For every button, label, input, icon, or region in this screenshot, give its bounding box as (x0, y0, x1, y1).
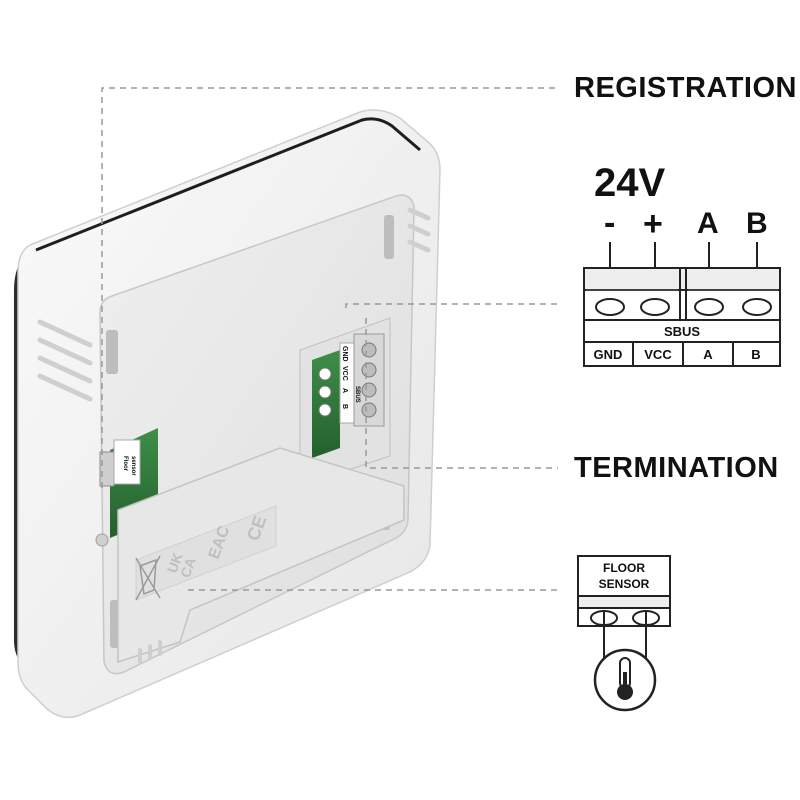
connector-top (583, 267, 781, 291)
floor-sensor-terminal (99, 451, 115, 487)
floor-label-2: sensor (130, 456, 136, 476)
floor-label-1: Floor (122, 456, 128, 472)
floor-sensor-label-bg (113, 439, 141, 485)
pin-a: A (703, 347, 713, 362)
svg-text:B: B (341, 404, 348, 409)
leader-terminal (345, 303, 558, 308)
voltage-label: 24V (594, 161, 665, 205)
sbus-label: SBUS (664, 324, 700, 339)
connector-screws (595, 298, 772, 316)
pcb-pin-a: A (341, 388, 348, 393)
callout-termination: TERMINATION (574, 452, 779, 484)
leader-registration (101, 87, 558, 488)
thermostat-device (14, 109, 441, 719)
pin-b: B (751, 347, 760, 362)
pcb-bus-label: SBUS (354, 386, 360, 403)
back-cover (117, 447, 405, 664)
cover-screw-hole (95, 533, 109, 547)
svg-text:VCC: VCC (341, 366, 348, 381)
label-a: A (697, 207, 719, 240)
floor-sensor-diagram: FLOOR SENSOR (577, 555, 671, 712)
compliance-marks: UK CA (164, 551, 199, 580)
leader-termination (365, 318, 558, 469)
pcb-pin-vcc: VCC (341, 366, 348, 381)
label-b: B (746, 207, 768, 240)
svg-text:GND: GND (341, 346, 348, 362)
pcb-pin-labels: GND VCC A B (341, 346, 348, 409)
pin-vcc: VCC (644, 347, 672, 362)
pin-gnd: GND (594, 347, 623, 362)
marks-panel (135, 505, 277, 601)
vent-slots (37, 207, 431, 402)
floor-sensor-wires (603, 612, 647, 662)
svg-text:A: A (341, 388, 348, 393)
ribs (138, 640, 162, 664)
floor-sensor-line2: SENSOR (599, 577, 650, 591)
pcb-screw-terminals (318, 333, 385, 427)
mark-ca: CA (177, 555, 199, 579)
callout-registration: REGISTRATION (574, 72, 797, 104)
mark-uk: UK (164, 551, 186, 575)
terminal-block-diagram: 24V - + A B (583, 161, 781, 367)
pcb-pin-b: B (341, 404, 348, 409)
floor-sensor-line1: FLOOR (603, 561, 645, 575)
pcb-pin-gnd: GND (341, 346, 348, 362)
thermometer-glyph (617, 657, 633, 700)
polarity-plus: + (643, 205, 663, 243)
leader-lines (101, 87, 558, 591)
crossed-bin-icon (135, 555, 161, 601)
device-top-rim (35, 117, 421, 252)
polarity-minus: - (604, 204, 615, 242)
